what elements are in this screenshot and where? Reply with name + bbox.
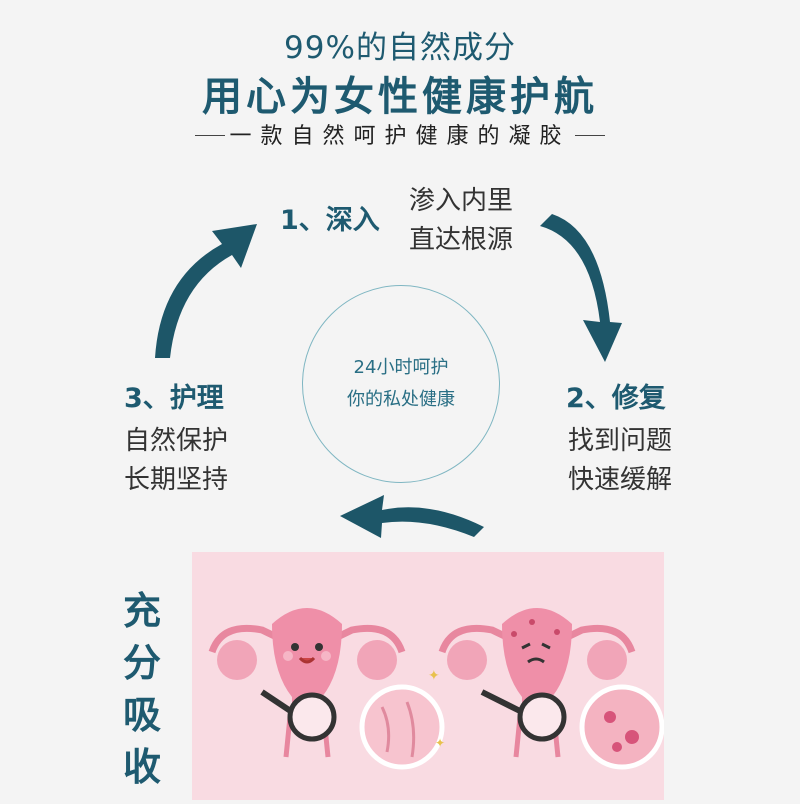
- uterus-sick-illustration: [438, 608, 665, 770]
- step3-desc: 自然保护 长期坚持: [124, 422, 228, 500]
- absorb-char: 分: [122, 641, 161, 685]
- absorb-char: 收: [122, 745, 161, 789]
- magnifier-icon: [517, 692, 567, 742]
- uterus-happy-illustration: [208, 608, 445, 770]
- step3-line2: 长期坚持: [124, 465, 229, 495]
- magnifier-icon: [287, 692, 337, 742]
- cycle-arrow-icon: [340, 495, 484, 538]
- step3-title: 3、护理: [124, 383, 224, 414]
- absorb-label: 充 分 吸 收: [112, 585, 172, 793]
- step1-line1: 渗入内里: [409, 186, 514, 216]
- cycle-arrow-icon: [155, 224, 257, 358]
- absorb-char: 吸: [122, 693, 161, 737]
- step1-title: 1、深入: [280, 205, 380, 236]
- sparkle-icon: ✦: [428, 668, 440, 684]
- tagline: 一款自然呵护健康的凝胶: [225, 118, 575, 150]
- absorb-char: 充: [122, 589, 161, 633]
- subtitle: 99%的自然成分: [284, 30, 516, 66]
- illustration-drawing: ✦ ✦: [208, 608, 665, 770]
- page-title: 用心为女性健康护航: [202, 74, 598, 120]
- step1-line2: 直达根源: [409, 225, 514, 255]
- center-line1: 24小时呵护: [353, 357, 449, 378]
- tagline-row: 一款自然呵护健康的凝胶: [0, 118, 800, 154]
- center-line2: 你的私处健康: [347, 389, 455, 410]
- center-circle: 24小时呵护 你的私处健康: [302, 285, 500, 483]
- step2-line2: 快速缓解: [568, 465, 673, 495]
- step2-desc: 找到问题 快速缓解: [568, 422, 672, 500]
- step1-desc: 渗入内里 直达根源: [409, 182, 513, 260]
- step2-title: 2、修复: [566, 383, 666, 414]
- step2-line1: 找到问题: [568, 426, 673, 456]
- cycle-arrow-icon: [540, 214, 622, 362]
- step3-line1: 自然保护: [124, 426, 229, 456]
- illustration-panel: ✦ ✦: [192, 552, 665, 800]
- sparkle-icon: ✦: [435, 736, 445, 750]
